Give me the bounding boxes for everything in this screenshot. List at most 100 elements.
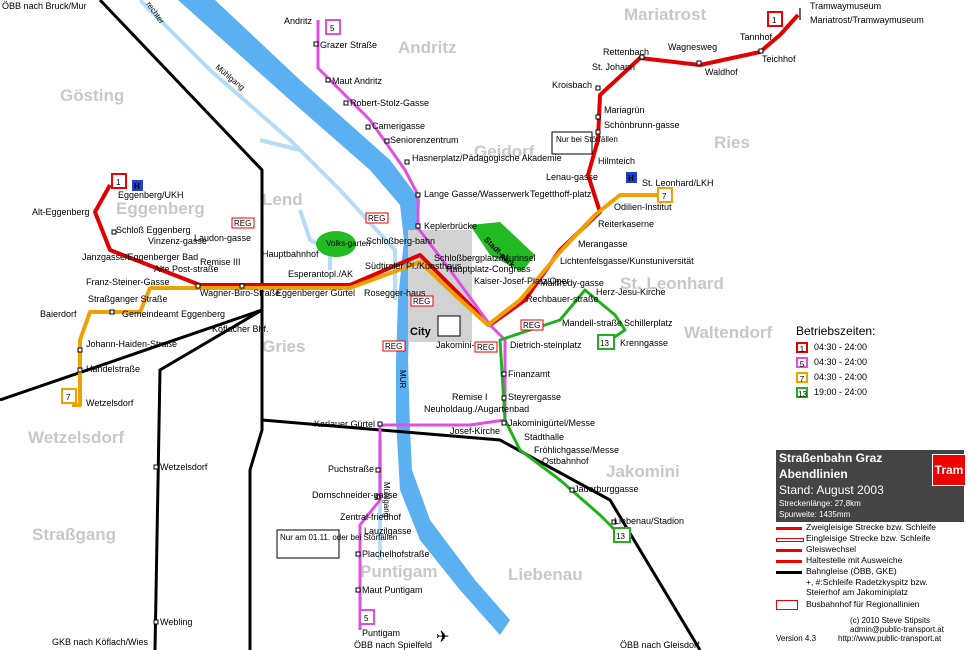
district-liebenau: Liebenau bbox=[508, 565, 583, 584]
st-franz-steiner: Franz-Steiner-Gasse bbox=[86, 277, 170, 287]
st-baierdorf: Baierdorf bbox=[40, 309, 77, 319]
legend-item-stop: Haltestelle mit Ausweiche bbox=[776, 555, 964, 566]
svg-text:1: 1 bbox=[772, 16, 777, 25]
st-maut-andritz: Maut Andritz bbox=[332, 76, 383, 86]
mur-river bbox=[178, 0, 510, 635]
rail-koeflach: GKB nach Köflach/Wies bbox=[52, 637, 149, 647]
st-vinzenzgasse: Vinzenz-gasse bbox=[148, 236, 207, 246]
st-schloss-eggenberg: Schloß Eggenberg bbox=[116, 225, 191, 235]
footer-version: Version 4.3 bbox=[776, 634, 817, 643]
volksgarten-area bbox=[316, 231, 356, 257]
rechter-label: rechter bbox=[144, 0, 166, 26]
st-neuholdau: Neuholdaug./Augartenbad bbox=[424, 404, 529, 414]
footer-mail: admin@public-transport.at bbox=[850, 625, 944, 634]
district-andritz: Andritz bbox=[398, 38, 457, 57]
hours-title: Betriebszeiten: bbox=[796, 324, 876, 338]
district-eggenberg: Eggenberg bbox=[116, 199, 205, 218]
st-mandell: Mandell-straße bbox=[562, 318, 622, 328]
district-gries: Gries bbox=[262, 337, 305, 356]
legend-sub: Abendlinien bbox=[776, 466, 964, 482]
st-wetzelsdorf-rail: Wetzelsdorf bbox=[160, 462, 208, 472]
svg-text:REG: REG bbox=[523, 321, 540, 330]
st-camerigasse: Camerigasse bbox=[372, 121, 425, 131]
st-keplerbruecke: Keplerbrücke bbox=[424, 221, 477, 231]
district-ries: Ries bbox=[714, 133, 750, 152]
st-finanzamt: Finanzamt bbox=[508, 369, 551, 379]
st-tegetthoff: Tegetthoff-platz bbox=[530, 189, 592, 199]
svg-text:5: 5 bbox=[330, 24, 335, 33]
st-schlossbergbahn: Schloßberg-bahn bbox=[366, 236, 435, 246]
st-jakominiguertel: Jakominigürtel/Messe bbox=[508, 418, 595, 428]
st-ostbahnhof: Ostbahnhof bbox=[542, 456, 589, 466]
hospital-icon-east bbox=[626, 172, 637, 183]
st-maut-puntigam: Maut Puntigam bbox=[362, 585, 423, 595]
st-esperantoplatz: Esperantopl./AK bbox=[288, 269, 353, 279]
st-robert-stolz: Robert-Stolz-Gasse bbox=[350, 98, 429, 108]
mur-arrow: ↓ bbox=[0, 0, 6, 3]
st-hasnerplatz: Hasnerplatz/Pädagogische Akademie bbox=[412, 153, 562, 163]
svg-text:5: 5 bbox=[364, 614, 369, 623]
district-labels: Mariatrost Andritz Gösting Geidorf Ries … bbox=[28, 5, 772, 584]
svg-text:H: H bbox=[134, 182, 140, 191]
st-puchstrasse: Puchstraße bbox=[328, 464, 374, 474]
st-schlossbergplatz: Schloßbergplatz/Murinsel bbox=[434, 253, 536, 263]
stadtpark-area bbox=[470, 222, 535, 272]
st-strassganger: Straßganger Straße bbox=[88, 294, 168, 304]
st-plachelhof: Plachelhofstraße bbox=[362, 549, 430, 559]
footer-url: http://www.public-transport.at bbox=[838, 634, 942, 643]
footer: (c) 2010 Steve Stipsits admin@public-tra… bbox=[776, 616, 944, 643]
st-alte-post: Alte Post-straße bbox=[154, 264, 219, 274]
st-eggenberger-guertel: Eggenberger Gürtel bbox=[276, 288, 355, 298]
svg-text:7: 7 bbox=[66, 393, 71, 402]
st-wagnesweg: Wagnesweg bbox=[668, 42, 717, 52]
rail-gleisdorf: ÖBB nach Gleisdorf bbox=[620, 640, 700, 650]
rail-bruck: ÖBB nach Bruck/Mur bbox=[2, 1, 87, 11]
st-rechbauer: Rechbauer-straße bbox=[526, 294, 599, 304]
svg-text:REG: REG bbox=[234, 219, 251, 228]
footer-bottom: Version 4.3 http://www.public-transport.a… bbox=[776, 634, 944, 643]
jakominiplatz-loop bbox=[437, 315, 461, 337]
district-waltendorf: Waltendorf bbox=[684, 323, 772, 342]
legend-item-loops: +, #:Schleife Radetzkyspitz bzw. Steierh… bbox=[806, 577, 928, 597]
st-andritz: Andritz bbox=[284, 16, 313, 26]
district-lend: Lend bbox=[262, 190, 303, 209]
st-lichtenfels: Lichtenfelsgasse/Kunstuniversität bbox=[560, 256, 694, 266]
st-krenngasse: Krenngasse bbox=[620, 338, 668, 348]
st-wetzelsdorf-tram: Wetzelsdorf bbox=[86, 398, 134, 408]
st-oebb-spielfeld: ÖBB nach Spielfeld bbox=[354, 640, 432, 650]
terminus-badges: 1 5 7 13 7 1 5 13 bbox=[61, 11, 783, 625]
st-remise-i: Remise I bbox=[452, 392, 488, 402]
station-labels: Tramwaymuseum Mariatrost/Tramwaymuseum T… bbox=[32, 1, 924, 650]
st-jakominiplatz: Jakomini-platz bbox=[436, 340, 494, 350]
hospital-icon-west bbox=[132, 180, 143, 191]
district-jakomini: Jakomini bbox=[606, 462, 680, 481]
nur-stoer-box bbox=[551, 131, 593, 155]
svg-text:REG: REG bbox=[385, 342, 402, 351]
st-herz-jesu: Herz-Jesu-Kirche bbox=[596, 287, 666, 297]
st-kaiser-josef: Kaiser-Josef-Platz/Oper bbox=[474, 276, 570, 286]
st-hauptbahnhof: Hauptbahnhof bbox=[262, 249, 319, 259]
st-johann-haiden: Johann-Haiden-Straße bbox=[86, 339, 177, 349]
city-label: City bbox=[410, 326, 432, 338]
st-lauzilgasse: Lauzilgasse bbox=[364, 526, 412, 536]
st-alt-eggenberg: Alt-Eggenberg bbox=[32, 207, 90, 217]
st-lenaugasse: Lenau-gasse bbox=[546, 172, 598, 182]
legend: Straßenbahn Graz Abendlinien Stand: Augu… bbox=[776, 450, 964, 610]
st-wagner-biro: Wagner-Biro-Straße bbox=[200, 288, 280, 298]
st-webling: Webling bbox=[160, 617, 192, 627]
svg-text:H: H bbox=[628, 174, 634, 183]
legend-item-switch: Gleiswechsel bbox=[776, 544, 964, 555]
legend-title: Straßenbahn Graz bbox=[776, 450, 964, 466]
st-gemeindeamt: Gemeindeamt Eggenberg bbox=[122, 309, 225, 319]
district-stleonhard: St. Leonhard bbox=[620, 274, 724, 293]
st-grazer-strasse: Grazer Straße bbox=[320, 40, 377, 50]
st-seniorenzentrum: Seniorenzentrum bbox=[390, 135, 459, 145]
st-koeflacher: Köflacher Bhf. bbox=[212, 324, 269, 334]
legend-item-bus: Busbahnhof für Regionallinien bbox=[776, 599, 964, 610]
airport-icon: ✈ bbox=[436, 629, 449, 646]
st-jauerburggasse: Jauerburggasse bbox=[574, 484, 639, 494]
svg-text:1: 1 bbox=[116, 178, 121, 187]
st-steyrergasse: Steyrergasse bbox=[508, 392, 561, 402]
